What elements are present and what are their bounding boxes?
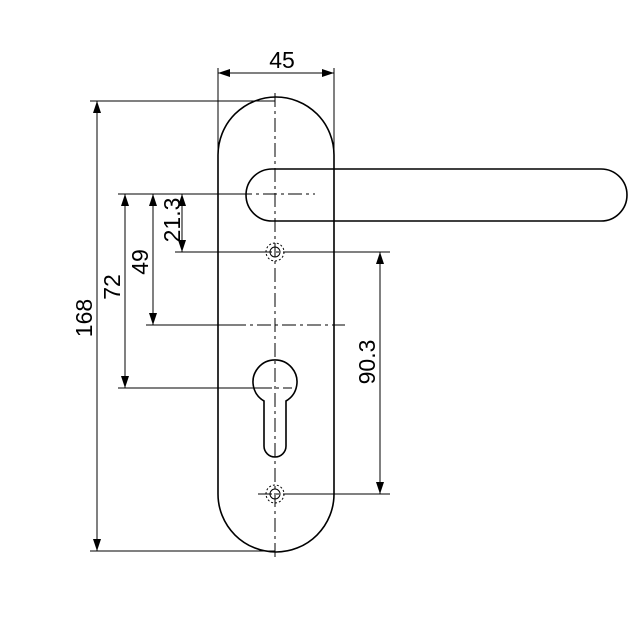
extension-lines	[90, 68, 390, 552]
dim-label-45: 45	[269, 47, 295, 73]
dim-label-49: 49	[127, 249, 153, 275]
dim-label-90-3: 90.3	[354, 340, 380, 385]
lever-handle	[245, 168, 628, 222]
dim-label-168: 168	[71, 299, 97, 337]
dim-label-72: 72	[99, 274, 125, 300]
cylinder-keyhole	[252, 359, 298, 458]
dim-label-21-3: 21.3	[159, 198, 185, 243]
